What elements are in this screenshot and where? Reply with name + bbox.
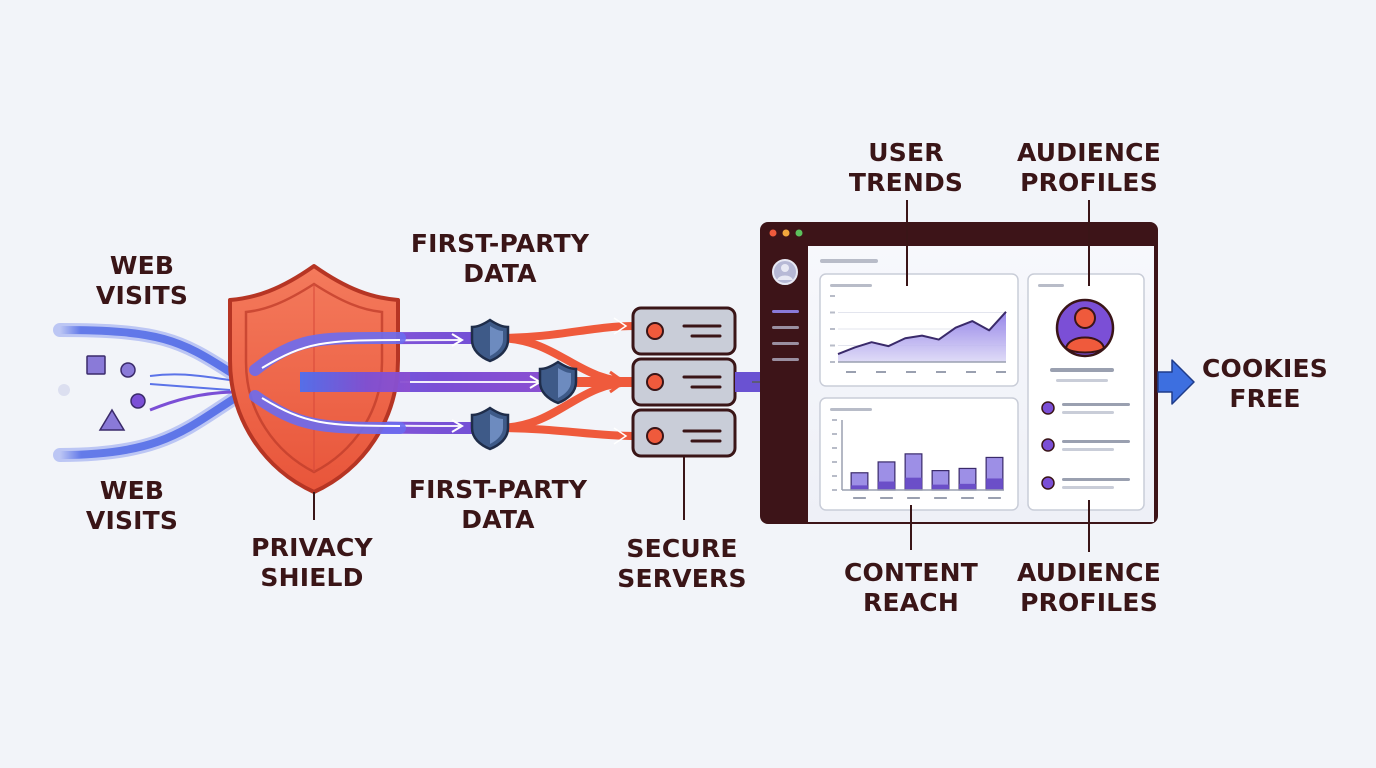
profile-list: [1041, 401, 1130, 490]
window-minimize-icon[interactable]: [782, 229, 790, 237]
x-tick: [988, 497, 1001, 499]
bar-lower: [932, 484, 949, 490]
window-maximize-icon[interactable]: [795, 229, 803, 237]
flow-through-shield: [300, 372, 410, 392]
x-tick: [880, 497, 893, 499]
arrow-right-icon: [1157, 359, 1195, 405]
y-tick: [832, 489, 837, 491]
callout-lines: [906, 200, 1090, 552]
area-chart: [830, 295, 1007, 373]
y-tick: [832, 447, 837, 449]
x-tick: [853, 497, 866, 499]
bar-lower: [959, 483, 976, 490]
sidebar-menu-item[interactable]: [772, 358, 799, 361]
x-tick: [936, 371, 946, 373]
shield-lock-icon: [470, 406, 510, 451]
dashboard-window: [760, 222, 1158, 524]
shield-lock-icon: [470, 318, 510, 363]
x-tick: [966, 371, 976, 373]
window-close-icon[interactable]: [769, 229, 777, 237]
x-tick: [876, 371, 886, 373]
incoming-streams: [53, 323, 242, 462]
x-tick: [907, 497, 920, 499]
y-tick: [830, 295, 835, 297]
bar-lower: [851, 485, 868, 490]
bar-lower: [986, 478, 1003, 490]
bar-lower: [905, 477, 922, 490]
shield-lock-icon: [538, 360, 578, 405]
y-tick: [832, 433, 837, 435]
x-tick: [934, 497, 947, 499]
sidebar-menu-item[interactable]: [772, 326, 799, 329]
x-tick: [961, 497, 974, 499]
y-tick: [832, 461, 837, 463]
y-tick: [830, 328, 835, 330]
x-tick: [996, 371, 1006, 373]
x-tick: [846, 371, 856, 373]
y-tick: [830, 361, 835, 363]
server-icon: [631, 306, 737, 458]
y-tick: [832, 419, 837, 421]
avatar-icon: [1055, 298, 1115, 358]
sidebar-menu-item[interactable]: [772, 342, 799, 345]
bar-chart: [832, 419, 1004, 499]
y-tick: [832, 475, 837, 477]
visit-particles: [58, 355, 146, 431]
x-tick: [906, 371, 916, 373]
bar-lower: [878, 481, 895, 490]
series-line: [837, 311, 1007, 356]
y-tick: [830, 311, 835, 314]
flow-to-dashboard: [735, 372, 767, 392]
sidebar-menu-item[interactable]: [772, 310, 799, 313]
y-tick: [830, 344, 835, 347]
